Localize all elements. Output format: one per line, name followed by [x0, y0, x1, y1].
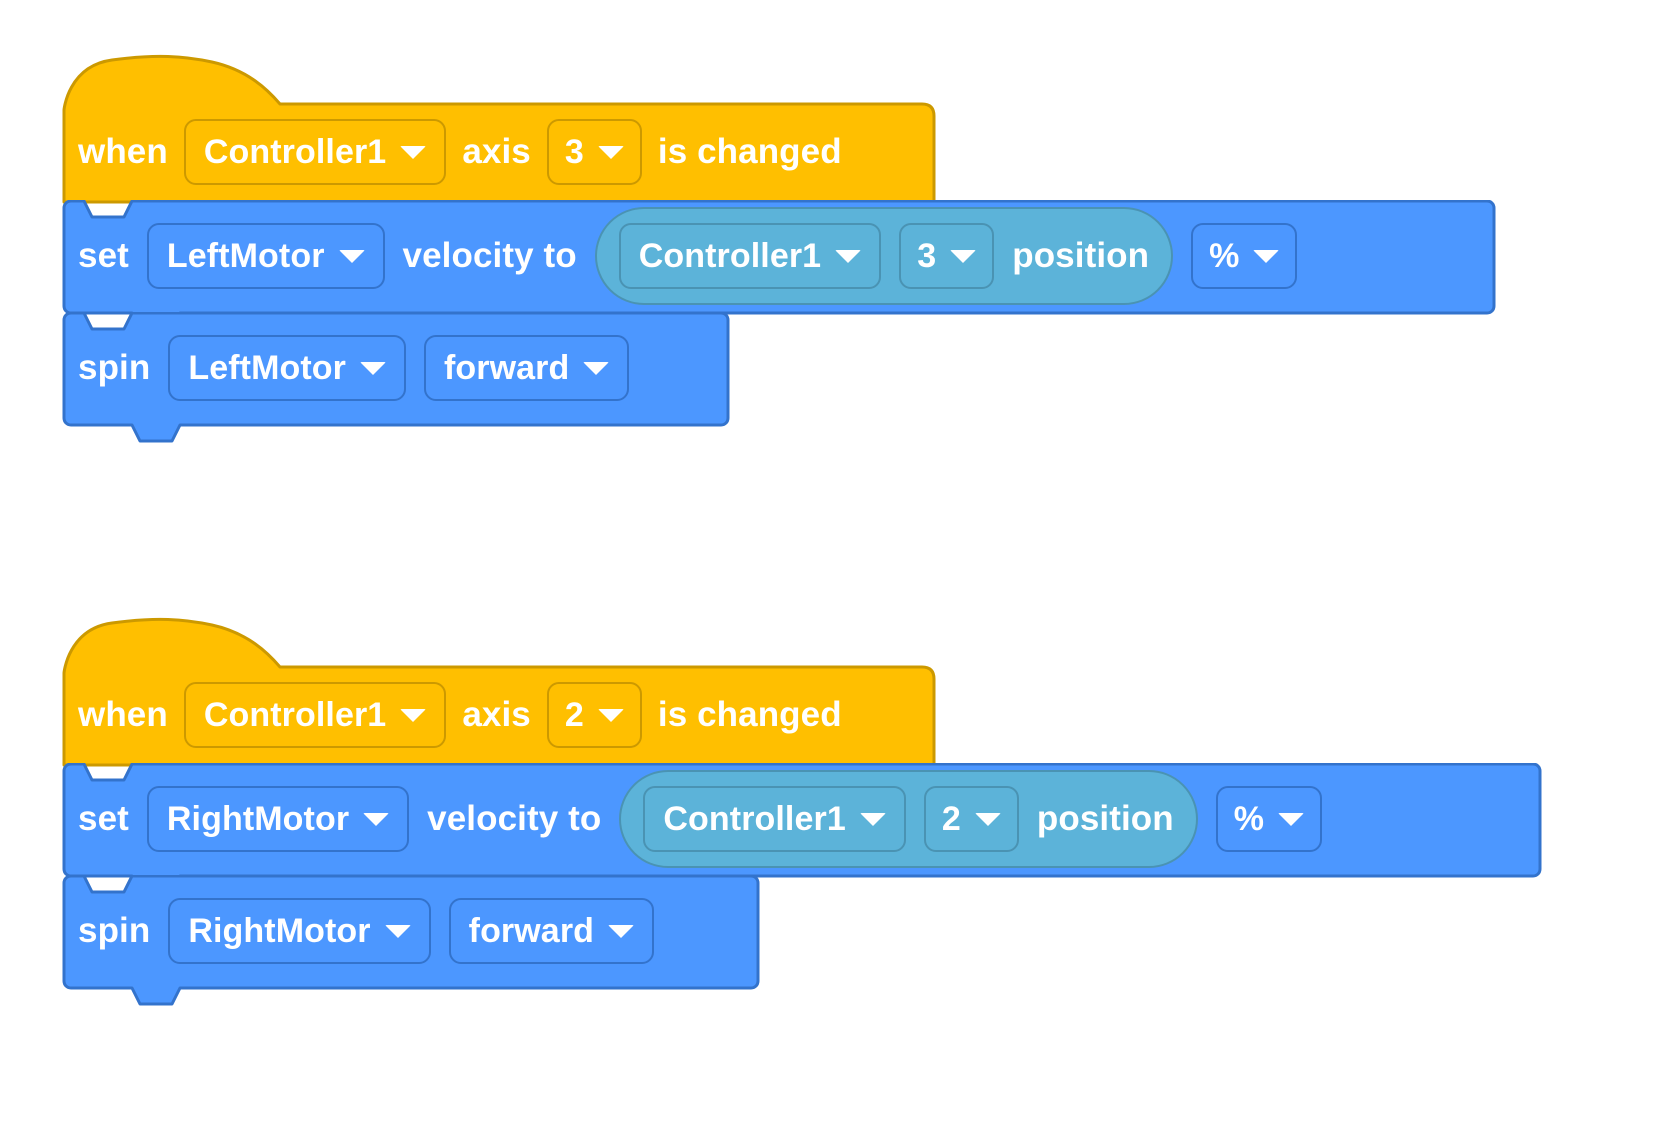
hat-block-content: when Controller1 axis 3 is changed: [62, 104, 842, 200]
position-label: position: [1036, 799, 1174, 838]
chevron-down-icon: [384, 924, 411, 938]
reporter-controller-value: Controller1: [663, 799, 846, 838]
script-right-motor[interactable]: when Controller1 axis 2 is changed set: [62, 611, 1544, 1006]
reporter-axis-value: 2: [941, 799, 961, 838]
spin-block-content: spin LeftMotor forward: [62, 312, 732, 424]
controller-axis-position-reporter[interactable]: Controller1 3 position: [594, 207, 1174, 305]
motor-dropdown[interactable]: RightMotor: [146, 786, 410, 852]
axis-dropdown[interactable]: 2: [546, 682, 642, 748]
axis-label: axis: [462, 132, 531, 171]
set-motor-velocity-block[interactable]: set RightMotor velocity to Controller1 2: [62, 763, 1544, 879]
spin-block-content: spin RightMotor forward: [62, 875, 762, 987]
motor-dropdown-value: RightMotor: [166, 799, 350, 838]
controller-dropdown[interactable]: Controller1: [183, 119, 447, 185]
chevron-down-icon: [363, 812, 390, 826]
reporter-axis-dropdown[interactable]: 3: [899, 223, 995, 289]
set-label: set: [78, 236, 129, 275]
spin-motor-dropdown[interactable]: RightMotor: [168, 898, 431, 964]
reporter-controller-dropdown[interactable]: Controller1: [618, 223, 882, 289]
spin-motor-value: RightMotor: [188, 911, 371, 950]
spin-motor-block[interactable]: spin RightMotor forward: [62, 875, 762, 1006]
units-dropdown-value: %: [1209, 236, 1240, 275]
chevron-down-icon: [950, 249, 977, 263]
set-label: set: [78, 799, 129, 838]
chevron-down-icon: [338, 249, 365, 263]
motor-dropdown-value: LeftMotor: [166, 236, 325, 275]
reporter-axis-value: 3: [917, 236, 937, 275]
when-label: when: [78, 132, 168, 171]
chevron-down-icon: [1278, 812, 1305, 826]
axis-dropdown-value: 3: [564, 132, 584, 171]
spin-motor-dropdown[interactable]: LeftMotor: [168, 335, 406, 401]
spin-direction-dropdown[interactable]: forward: [448, 898, 655, 964]
set-motor-velocity-block[interactable]: set LeftMotor velocity to Controller1 3: [62, 200, 1498, 316]
velocity-to-label: velocity to: [427, 799, 602, 838]
chevron-down-icon: [597, 708, 624, 722]
units-dropdown[interactable]: %: [1215, 786, 1323, 852]
motor-dropdown[interactable]: LeftMotor: [146, 223, 385, 289]
spin-motor-value: LeftMotor: [188, 348, 346, 387]
controller-dropdown[interactable]: Controller1: [183, 682, 447, 748]
is-changed-label: is changed: [657, 132, 842, 171]
reporter-controller-dropdown[interactable]: Controller1: [643, 786, 906, 852]
spin-motor-block[interactable]: spin LeftMotor forward: [62, 312, 732, 443]
chevron-down-icon: [835, 249, 862, 263]
reporter-controller-value: Controller1: [638, 236, 822, 275]
spin-direction-value: forward: [444, 348, 570, 387]
chevron-down-icon: [608, 924, 635, 938]
chevron-down-icon: [400, 145, 427, 159]
units-dropdown[interactable]: %: [1191, 223, 1298, 289]
script-left-motor[interactable]: when Controller1 axis 3 is changed set: [62, 48, 1498, 443]
reporter-axis-dropdown[interactable]: 2: [923, 786, 1019, 852]
hat-block-content: when Controller1 axis 2 is changed: [62, 667, 842, 763]
when-label: when: [78, 695, 168, 734]
when-controller-axis-changed-hat-block[interactable]: when Controller1 axis 3 is changed: [62, 48, 936, 204]
set-block-content: set RightMotor velocity to Controller1 2: [62, 763, 1544, 875]
controller-dropdown-value: Controller1: [203, 132, 387, 171]
chevron-down-icon: [360, 361, 386, 375]
axis-dropdown[interactable]: 3: [546, 119, 642, 185]
spin-direction-dropdown[interactable]: forward: [424, 335, 630, 401]
controller-axis-position-reporter[interactable]: Controller1 2 position: [619, 770, 1198, 868]
position-label: position: [1012, 236, 1150, 275]
units-dropdown-value: %: [1233, 799, 1265, 838]
chevron-down-icon: [1253, 249, 1280, 263]
controller-dropdown-value: Controller1: [203, 695, 387, 734]
axis-dropdown-value: 2: [564, 695, 584, 734]
set-block-content: set LeftMotor velocity to Controller1 3: [62, 200, 1498, 312]
spin-direction-value: forward: [468, 911, 595, 950]
spin-label: spin: [78, 911, 151, 950]
chevron-down-icon: [583, 361, 610, 375]
velocity-to-label: velocity to: [402, 236, 577, 275]
chevron-down-icon: [400, 708, 427, 722]
chevron-down-icon: [597, 145, 624, 159]
when-controller-axis-changed-hat-block[interactable]: when Controller1 axis 2 is changed: [62, 611, 936, 767]
chevron-down-icon: [859, 812, 886, 826]
is-changed-label: is changed: [657, 695, 842, 734]
chevron-down-icon: [974, 812, 1001, 826]
spin-label: spin: [78, 348, 151, 387]
axis-label: axis: [462, 695, 531, 734]
